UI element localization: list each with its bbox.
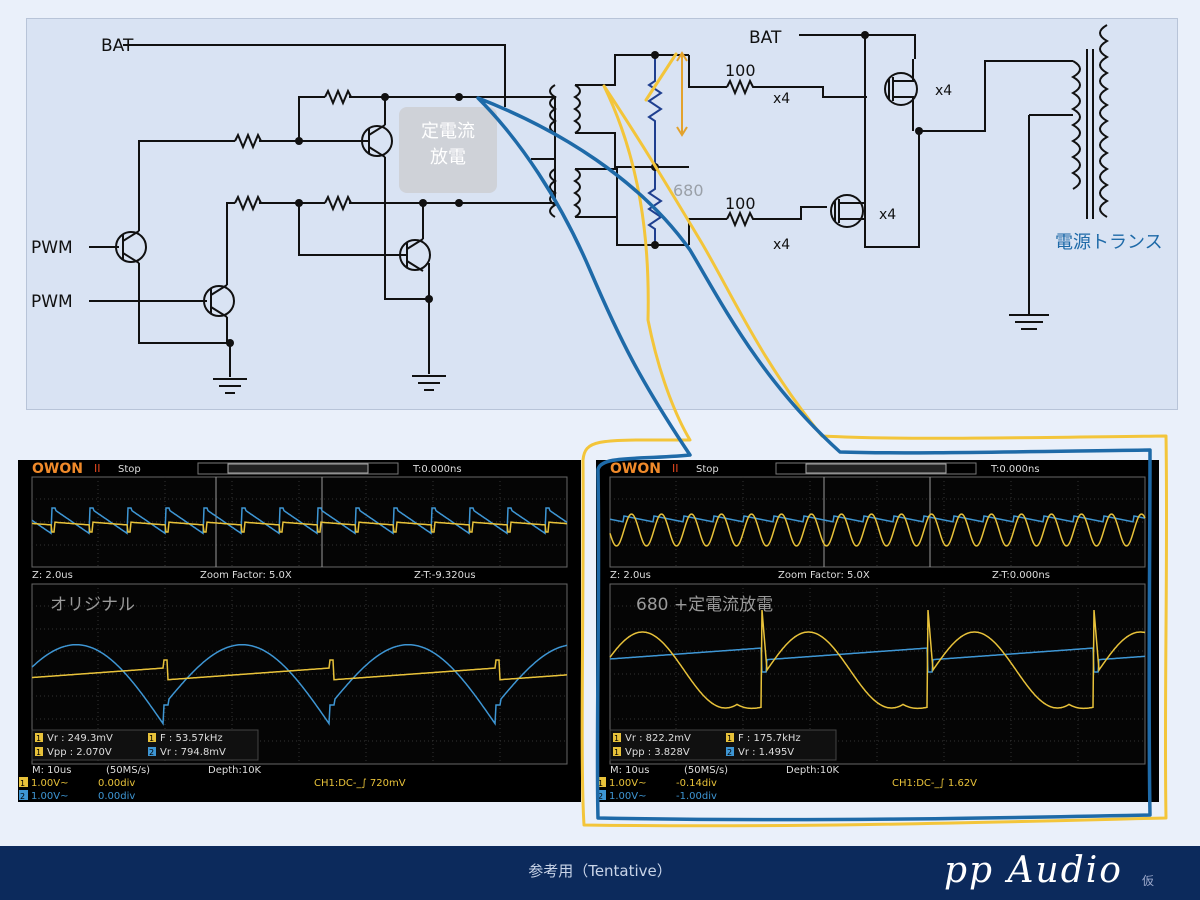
x4-res-top: x4 [773,91,790,107]
drive-transformer [549,54,689,246]
oscilloscope-right: OWON II Stop T:0.000ns Z: 2.0us Zoom Fac… [596,460,1159,802]
scope-right-meas-vpp: Vpp : 3.828V [625,747,690,758]
ground-right [1009,115,1049,330]
bat-right-label: BAT [749,28,782,48]
scope-right-zoom: Z: 2.0us [610,570,651,581]
footer-reference: 参考用（Tentative） [528,862,672,880]
ground-left [213,378,247,394]
bat-left-label: BAT [101,36,134,56]
schematic-panel: BAT PWM PWM [26,18,1178,410]
ground-mid [412,375,446,391]
mosfet-top [884,35,918,131]
resistor-r4 [324,194,352,212]
scope-right-sample-rate: (50MS/s) [684,765,728,776]
scope-left-meas-vr1: Vr : 249.3mV [47,733,113,744]
scope-right-ch1-offset: -0.14div [676,778,717,789]
scope-left-trigger: CH1:DC-_∫ 720mV [314,778,406,789]
scope-right-trigger: CH1:DC-_∫ 1.62V [892,778,977,789]
scope-right-run-icon: II [672,462,679,475]
scope-left-sample-rate: (50MS/s) [106,765,150,776]
scope-left-ch1-scale: 1.00V~ [31,778,69,789]
resistor-r2 [324,88,352,106]
scope-left-caption: オリジナル [50,595,135,615]
scope-left-zoom-factor: Zoom Factor: 5.0X [200,570,292,581]
resistor-680-top [647,55,663,167]
scope-right-ch1-scale: 1.00V~ [609,778,647,789]
scope-right-meas-f: F : 175.7kHz [738,733,801,744]
ccd-label-line1: 定電流 [421,121,475,142]
transformer-label: 電源トランス [1055,232,1163,253]
transistor-q2 [203,284,235,318]
transistor-q1 [115,230,147,264]
scope-left-meas-f: F : 53.57kHz [160,733,223,744]
svg-text:1: 1 [614,734,619,743]
footer-bar: 参考用（Tentative） pp Audio 仮 [0,846,1200,900]
scope-right-trig-time: T:0.000ns [990,464,1040,475]
power-transformer [1070,24,1110,219]
scope-right-meas-vr1: Vr : 822.2mV [625,733,691,744]
scope-right-ch2-scale: 1.00V~ [609,791,647,802]
resistor-680-bot [647,167,663,245]
scope-left-ch2-scale: 1.00V~ [31,791,69,802]
svg-text:1: 1 [36,734,41,743]
ccd-label-line2: 放電 [430,147,466,168]
mosfet-bottom [830,194,865,228]
scope-left-ch2-offset: 0.00div [98,791,135,802]
scope-right-screen: OWON II Stop T:0.000ns Z: 2.0us Zoom Fac… [596,460,1159,802]
scope-right-brand: OWON [610,461,661,477]
constant-current-block: 定電流 放電 [399,107,497,193]
scope-left-zoom-time: Z-T:-9.320us [414,570,476,581]
scope-left-run-state: Stop [118,464,141,475]
resistor-r3 [234,194,262,212]
scope-right-caption: 680 +定電流放電 [636,595,773,615]
r100-top-label: 100 [725,61,756,80]
x4-fet-bot: x4 [879,207,896,223]
x4-fet-top: x4 [935,83,952,99]
bat-left-rail [123,44,506,107]
scope-left-run-icon: II [94,462,101,475]
schematic-drawing: BAT PWM PWM [31,24,1163,394]
svg-text:1: 1 [727,734,732,743]
scope-right-zoom-factor: Zoom Factor: 5.0X [778,570,870,581]
scope-right-depth: Depth:10K [786,765,840,776]
scope-left-meas-vpp: Vpp : 2.070V [47,747,112,758]
pwm2-label: PWM [31,292,73,312]
svg-text:2: 2 [149,748,154,757]
svg-text:1: 1 [36,748,41,757]
svg-text:1: 1 [149,734,154,743]
footer-brand-logo: pp Audio [944,850,1123,891]
r680-label: 680 [673,181,704,200]
r100-bot-label: 100 [725,194,756,213]
svg-text:2: 2 [727,748,732,757]
resistor-100-top [726,78,867,98]
footer-sub-mark: 仮 [1142,874,1155,888]
svg-text:2: 2 [598,792,603,801]
scope-right-zoom-time: Z-T:0.000ns [992,570,1050,581]
scope-right-timebase: M: 10us [610,765,649,776]
scope-left-timebase: M: 10us [32,765,71,776]
svg-text:1: 1 [20,779,25,788]
svg-text:1: 1 [598,779,603,788]
pwm1-label: PWM [31,238,73,258]
scope-left-ch1-offset: 0.00div [98,778,135,789]
scope-left-trig-time: T:0.000ns [412,464,462,475]
scope-left-depth: Depth:10K [208,765,262,776]
svg-text:2: 2 [20,792,25,801]
scope-left-brand: OWON [32,461,83,477]
scope-left-zoom: Z: 2.0us [32,570,73,581]
x4-res-bot: x4 [773,237,790,253]
scope-left-meas-vr2: Vr : 794.8mV [160,747,226,758]
scope-left-screen: OWON II Stop T:0.000ns Z: 2.0us Zoom Fac… [18,460,581,802]
oscilloscope-left: OWON II Stop T:0.000ns Z: 2.0us Zoom Fac… [18,460,581,802]
resistor-r1 [234,132,262,150]
svg-text:1: 1 [614,748,619,757]
scope-right-ch2-offset: -1.00div [676,791,717,802]
scope-right-run-state: Stop [696,464,719,475]
scope-right-meas-vr2: Vr : 1.495V [738,747,794,758]
